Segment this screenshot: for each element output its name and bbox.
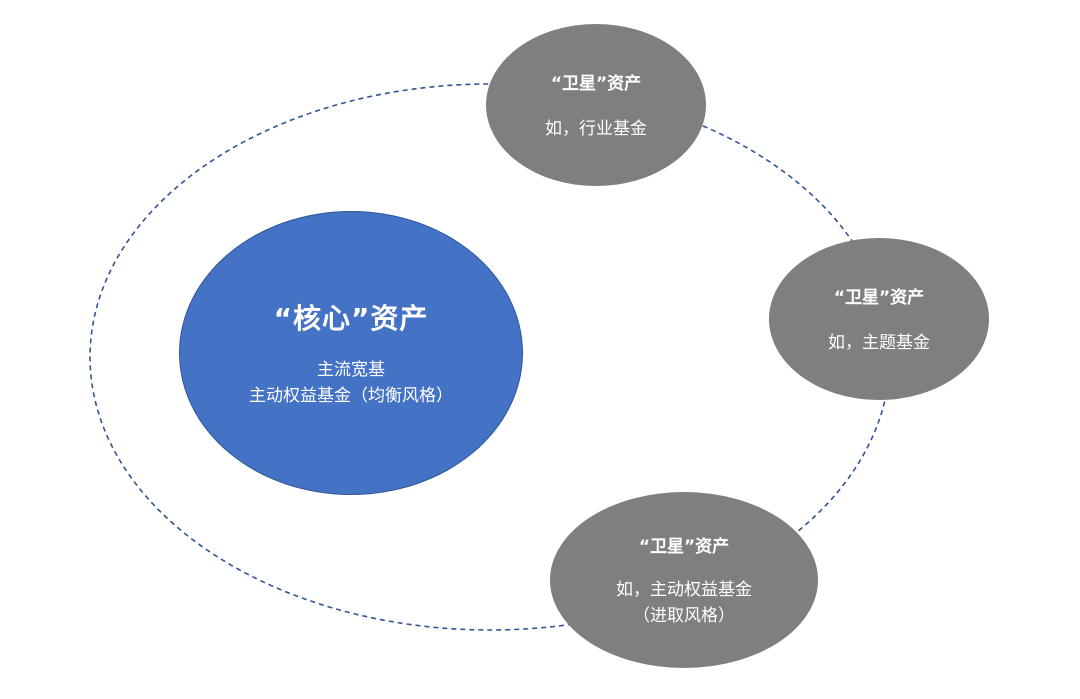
satellite-asset-title: “卫星”资产 [638, 536, 730, 557]
satellite-asset-circle-2: “卫星”资产 如，主题基金 [769, 238, 989, 400]
satellite-asset-title: “卫星”资产 [550, 73, 642, 94]
core-asset-circle: “核心”资产 主流宽基 主动权益基金（均衡风格） [179, 211, 523, 495]
satellite-asset-example: 如，主动权益基金 [616, 579, 752, 600]
satellite-asset-example: 如，行业基金 [545, 118, 647, 139]
satellite-asset-example: 如，主题基金 [828, 332, 930, 353]
satellite-asset-example-2: （进取风格） [633, 605, 735, 626]
satellite-asset-title: “卫星”资产 [833, 287, 925, 308]
core-asset-title: “核心”资产 [273, 302, 429, 335]
core-asset-example-1: 主流宽基 [317, 360, 385, 380]
core-asset-example-2: 主动权益基金（均衡风格） [249, 386, 453, 406]
satellite-asset-circle-3: “卫星”资产 如，主动权益基金 （进取风格） [550, 492, 818, 668]
satellite-asset-circle-1: “卫星”资产 如，行业基金 [486, 24, 706, 186]
